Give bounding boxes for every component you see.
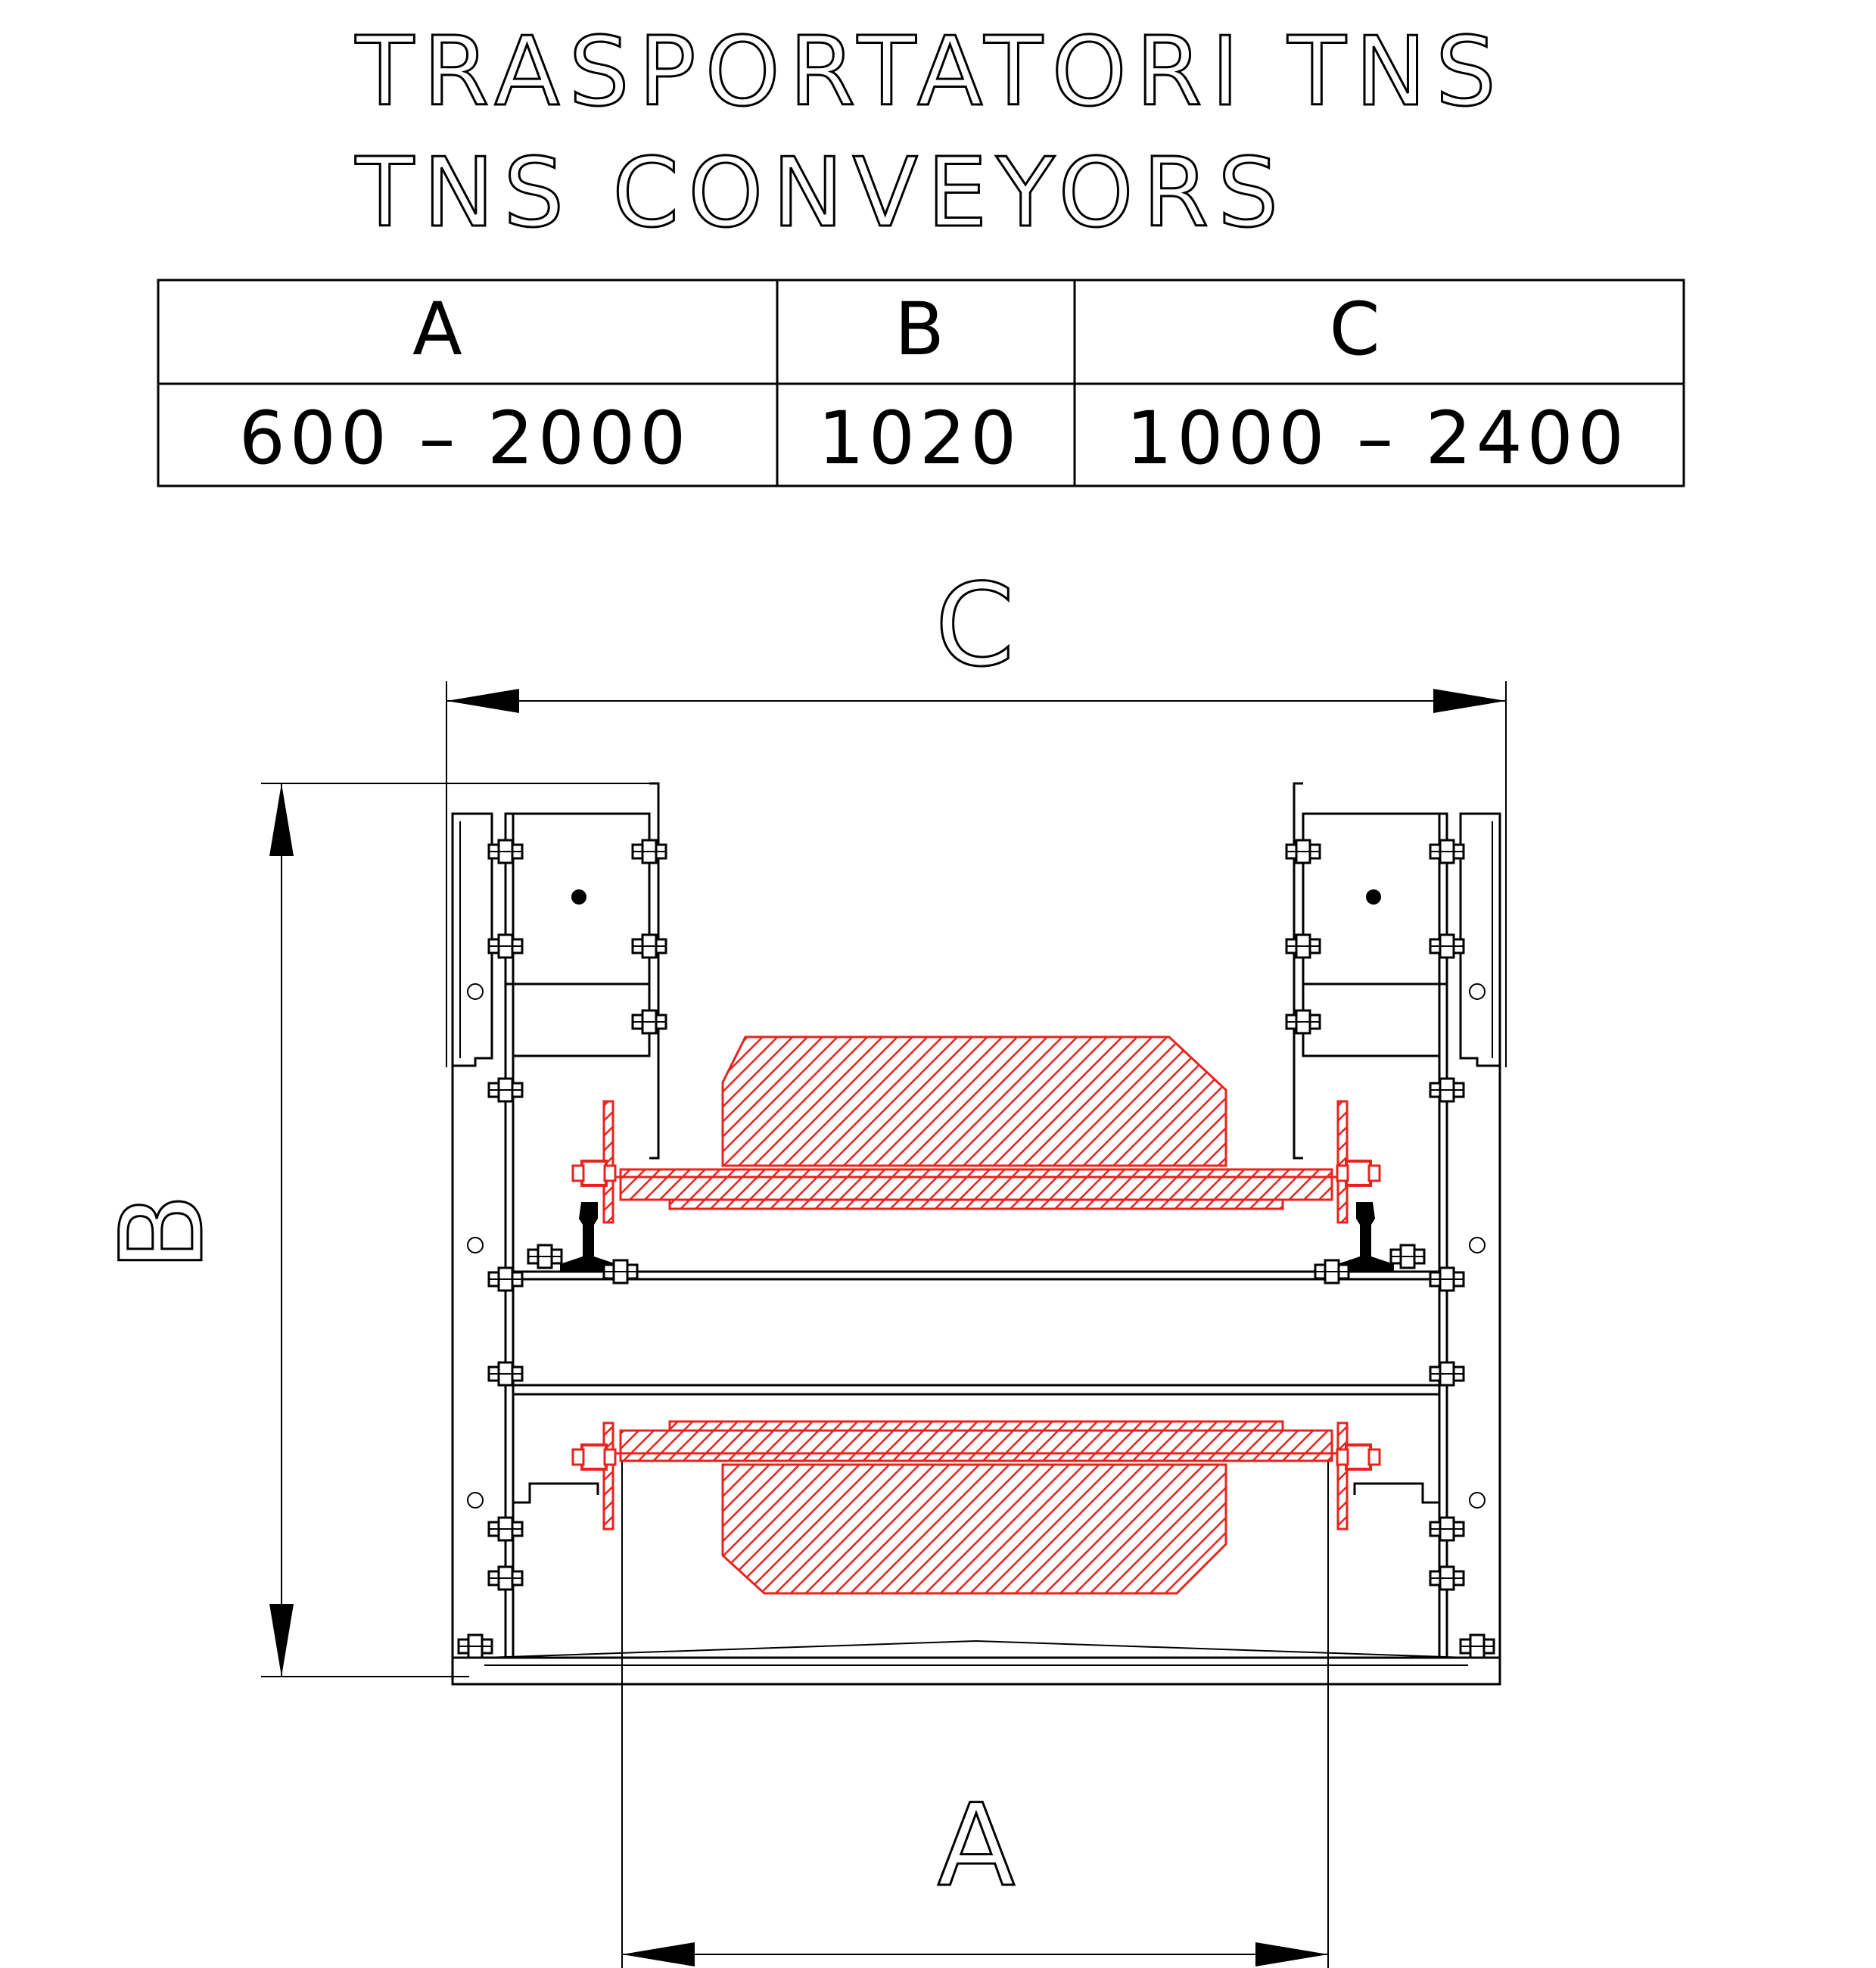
- upper-load-profile: [721, 1035, 1227, 1167]
- dimension-c-label: C: [935, 560, 1015, 692]
- dimension-b-label: B: [97, 1194, 229, 1272]
- table-value-a: 600 – 2000: [239, 396, 691, 481]
- table-header-c: C: [1329, 287, 1380, 372]
- dimension-table: A B C 600 – 2000 1020 1000 – 2400: [157, 279, 1685, 487]
- upper-belt-section: [571, 1035, 1381, 1224]
- upper-belt: [619, 1168, 1333, 1201]
- lower-belt: [619, 1429, 1333, 1462]
- lower-load-profile: [721, 1463, 1227, 1595]
- dimension-a: A: [621, 1461, 1329, 1968]
- drawing-title: TRASPORTATORI TNS TNS CONVEYORS: [354, 15, 1505, 250]
- table-value-b: 1020: [818, 396, 1021, 481]
- table-value-c: 1000 – 2400: [1126, 396, 1629, 481]
- table-header-a: A: [412, 287, 462, 372]
- title-line-1: TRASPORTATORI TNS: [355, 16, 1505, 127]
- title-line-2: TNS CONVEYORS: [355, 137, 1287, 248]
- lower-belt-section: [571, 1420, 1381, 1595]
- dimension-a-label: A: [938, 1780, 1016, 1912]
- table-header-b: B: [894, 287, 944, 372]
- dimension-b: B: [96, 783, 651, 1677]
- right-rail: [1337, 1202, 1394, 1272]
- dimension-c: C: [446, 559, 1507, 1067]
- left-rail: [560, 1202, 617, 1272]
